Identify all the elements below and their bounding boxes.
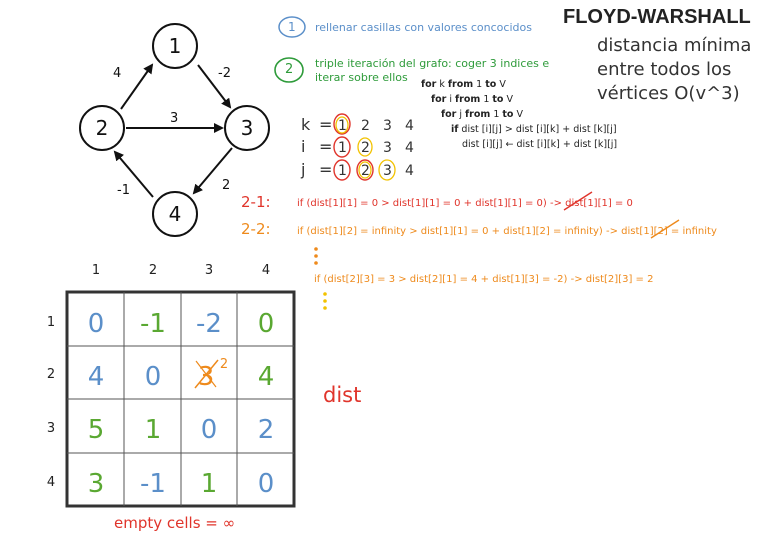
iteration-3-text: if (dist[2][3] = 3 > dist[2][1] = 4 + di… [314, 274, 654, 285]
subtitle-line-2: entre todos los [597, 59, 732, 80]
index-rows: k = 1 2 3 4 i = 1 2 3 4 j = 1 2 3 4 [300, 113, 414, 181]
step-2-number: 2 [285, 62, 294, 77]
index-k-label: k [301, 115, 311, 134]
pseudocode-line-2: for i from 1 to V [431, 94, 513, 105]
weight-2-3: 3 [170, 111, 178, 126]
j-red-circle [333, 159, 351, 181]
j-red-circle-2 [356, 159, 374, 181]
cell-4-2: -1 [140, 469, 166, 499]
pseudocode-line-3: for j from 1 to V [441, 109, 523, 120]
graph-node-1-label: 1 [169, 34, 182, 58]
index-j-val-4: 4 [405, 163, 414, 179]
col-header-1: 1 [92, 263, 100, 278]
k-yellow-circle [335, 116, 349, 134]
cell-3-3: 0 [201, 415, 218, 445]
index-j-eq: = [319, 160, 332, 179]
pseudocode-line-1: for k from 1 to V [421, 79, 506, 90]
index-j-val-2: 2 [361, 163, 370, 179]
cell-3-1: 5 [88, 415, 105, 445]
index-j-label: j [300, 160, 305, 179]
index-j-val-3: 3 [383, 163, 392, 179]
index-i-val-4: 4 [405, 140, 414, 156]
weight-3-4: 2 [222, 178, 230, 193]
i-yellow-circle [357, 137, 373, 157]
subtitle-line-3: vértices O(v^3) [597, 83, 740, 104]
step-1-circle-icon [278, 16, 306, 38]
cell-4-1: 3 [88, 469, 105, 499]
cell-4-4: 0 [258, 469, 275, 499]
cell-2-1: 4 [88, 362, 105, 392]
index-k-val-3: 3 [383, 118, 392, 134]
k-red-circle [333, 113, 351, 135]
cell-2-2: 0 [145, 362, 162, 392]
cell-3-4: 2 [258, 415, 275, 445]
cell-2-3-strike-2 [195, 360, 217, 388]
step-1-number: 1 [288, 20, 296, 34]
matrix-name: dist [323, 383, 362, 407]
index-k-val-2: 2 [361, 118, 370, 134]
col-header-2: 2 [149, 263, 157, 278]
graph-node-4-label: 4 [169, 202, 182, 226]
edge-3-4 [192, 147, 233, 195]
pseudocode-line-5: dist [i][j] ← dist [i][k] + dist [k][j] [462, 139, 618, 150]
iteration-1-label: 2-1: [241, 193, 271, 211]
index-k-eq: = [319, 115, 332, 134]
cell-1-3: -2 [196, 309, 222, 339]
graph-node-1 [152, 23, 198, 69]
index-k-val-4: 4 [405, 118, 414, 134]
j-yellow-circle-2 [358, 161, 372, 179]
cell-2-3-new: 2 [220, 357, 228, 372]
row-header-4: 4 [47, 475, 55, 490]
row-header-2: 2 [47, 367, 55, 382]
graph: 4 -2 3 2 -1 1 2 3 4 [79, 23, 270, 237]
iteration-2-label: 2-2: [241, 220, 271, 238]
step-2-circle-icon [274, 57, 304, 83]
cell-1-1: 0 [88, 309, 105, 339]
step-1-text: rellenar casillas con valores concocidos [315, 21, 532, 34]
index-i-eq: = [319, 137, 332, 156]
cell-1-2: -1 [140, 309, 166, 339]
weight-2-1: 4 [113, 66, 121, 81]
edge-1-3 [197, 64, 232, 109]
index-i-val-3: 3 [383, 140, 392, 156]
graph-node-3 [224, 105, 270, 151]
iteration-2-strike [650, 219, 680, 239]
index-k-val-1: 1 [338, 118, 347, 134]
subtitle: distancia mínima entre todos los vértice… [597, 34, 751, 106]
edge-2-1 [120, 63, 154, 110]
index-i-val-2: 2 [361, 140, 370, 156]
graph-node-2 [79, 105, 125, 151]
iteration-1-strike [563, 191, 593, 211]
index-j-val-1: 1 [338, 163, 347, 179]
cell-2-4: 4 [258, 362, 275, 392]
col-header-3: 3 [205, 263, 213, 278]
graph-node-3-label: 3 [241, 116, 254, 140]
page-title: FLOYD-WARSHALL [563, 6, 751, 28]
graph-node-2-label: 2 [96, 116, 109, 140]
i-red-circle [333, 136, 351, 158]
dist-matrix: 1 2 3 4 1 2 3 4 0 -1 -2 0 4 0 3 2 4 5 1 … [47, 263, 296, 508]
ellipsis-dots [314, 247, 318, 265]
iteration-1-text: if (dist[1][1] = 0 > dist[1][1] = 0 + di… [297, 198, 633, 209]
cell-1-4: 0 [258, 309, 275, 339]
pseudocode-line-4: if dist [i][j] > dist [i][k] + dist [k][… [451, 124, 617, 135]
cell-3-2: 1 [145, 415, 162, 445]
j-yellow-circle-3 [378, 159, 396, 181]
iteration-2-text: if (dist[1][2] = infinity > dist[1][1] =… [297, 226, 717, 237]
index-i-val-1: 1 [338, 140, 347, 156]
step-2-text-line-1: triple iteración del grafo: coger 3 indi… [315, 57, 550, 70]
col-header-4: 4 [262, 263, 270, 278]
index-i-label: i [301, 137, 305, 156]
graph-node-4 [152, 191, 198, 237]
row-header-3: 3 [47, 421, 55, 436]
cell-4-3: 1 [201, 469, 218, 499]
matrix-footnote: empty cells = ∞ [114, 514, 236, 532]
weight-4-2: -1 [117, 183, 130, 198]
step-2-text-line-2: iterar sobre ellos [315, 71, 408, 84]
weight-1-3: -2 [218, 66, 231, 81]
ellipsis-dots-yellow [323, 292, 327, 310]
row-header-1: 1 [47, 315, 55, 330]
subtitle-line-1: distancia mínima [597, 35, 752, 56]
edge-4-2 [113, 150, 154, 198]
